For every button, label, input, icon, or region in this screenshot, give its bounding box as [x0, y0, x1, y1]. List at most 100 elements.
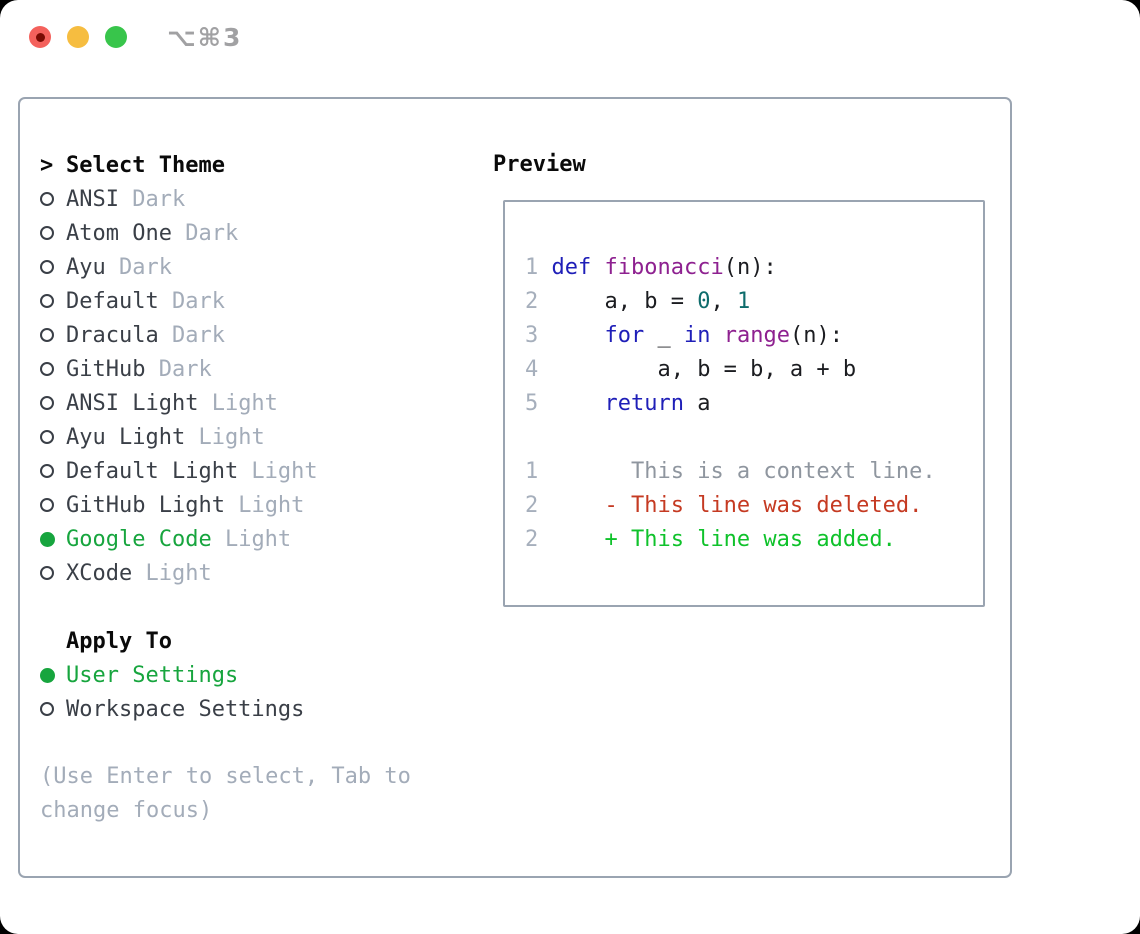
radio-selected-icon: [40, 667, 55, 683]
apply-to-title: Apply To: [66, 628, 172, 654]
token-ln: 2: [525, 493, 552, 518]
token-ln: 5: [525, 391, 552, 416]
token-p: a, b =: [551, 289, 698, 314]
radio-icon: [40, 192, 54, 206]
token-ln: 4: [525, 357, 552, 382]
token-p: [710, 323, 723, 348]
theme-option-label: Ayu Light Light: [66, 425, 265, 450]
theme-option-label: Dracula Dark: [66, 323, 225, 348]
theme-option-ayu-dark[interactable]: Ayu Dark: [40, 250, 470, 284]
apply-option-user-settings[interactable]: User Settings: [40, 658, 470, 692]
theme-variant: Light: [198, 390, 278, 416]
radio-icon: [40, 566, 54, 580]
theme-name: ANSI Light: [66, 390, 199, 416]
theme-option-dracula-dark[interactable]: Dracula Dark: [40, 318, 470, 352]
code-line: 4 a, b = b, a + b: [525, 353, 983, 387]
theme-option-ayu-light-light[interactable]: Ayu Light Light: [40, 420, 470, 454]
code-line: 2 a, b = 0, 1: [525, 285, 983, 319]
theme-name: Default Light: [66, 458, 239, 484]
diff-context-line: 1 This is a context line.: [525, 455, 983, 489]
theme-option-label: Ayu Dark: [66, 255, 172, 280]
theme-option-default-light-light[interactable]: Default Light Light: [40, 454, 470, 488]
radio-marker-cell: [40, 464, 66, 478]
theme-option-google-code-light[interactable]: Google Code Light: [40, 522, 470, 556]
radio-marker-cell: [40, 226, 66, 240]
apply-option-workspace-settings[interactable]: Workspace Settings: [40, 692, 470, 726]
theme-name: Google Code: [66, 526, 212, 552]
radio-icon: [40, 498, 54, 512]
token-num: 0: [697, 289, 711, 314]
token-ln: 3: [525, 323, 552, 348]
token-p: (n):: [723, 255, 777, 280]
token-p: (n):: [789, 323, 843, 348]
theme-name: XCode: [66, 560, 133, 586]
theme-name: Dracula: [66, 322, 159, 348]
selection-cursor-icon: >: [40, 152, 54, 178]
theme-variant: Light: [238, 458, 318, 484]
theme-name: ANSI: [66, 186, 119, 212]
theme-option-label: GitHub Light Light: [66, 493, 304, 518]
code-line: 5 return a: [525, 387, 983, 421]
theme-option-label: GitHub Dark: [66, 357, 212, 382]
theme-option-label: Atom One Dark: [66, 221, 238, 246]
radio-marker-cell: [40, 667, 66, 683]
radio-icon: [40, 430, 54, 444]
token-p: a, b = b, a + b: [551, 357, 857, 382]
theme-option-github-dark[interactable]: GitHub Dark: [40, 352, 470, 386]
theme-option-ansi-light-light[interactable]: ANSI Light Light: [40, 386, 470, 420]
theme-option-xcode-light[interactable]: XCode Light: [40, 556, 470, 590]
theme-variant: Light: [185, 424, 265, 450]
theme-variant: Dark: [145, 356, 212, 382]
token-num: 1: [736, 289, 751, 314]
diff-added-line: 2 + This line was added.: [525, 523, 983, 557]
apply-option-label: Workspace Settings: [66, 697, 304, 722]
radio-marker-cell: [40, 531, 66, 547]
preview-title: Preview: [493, 152, 586, 177]
token-ln: 1: [525, 255, 552, 280]
titlebar: ⌥⌘3: [0, 0, 1140, 74]
token-ln: 2: [525, 289, 552, 314]
theme-variant: Light: [132, 560, 212, 586]
theme-option-label: Default Dark: [66, 289, 225, 314]
theme-name: GitHub: [66, 356, 146, 382]
token-p: [552, 391, 605, 416]
zoom-button[interactable]: [105, 26, 127, 48]
theme-name: Ayu: [66, 254, 106, 280]
radio-marker-cell: [40, 396, 66, 410]
theme-option-github-light-light[interactable]: GitHub Light Light: [40, 488, 470, 522]
radio-marker-cell: [40, 498, 66, 512]
radio-selected-icon: [40, 531, 55, 547]
radio-icon: [40, 294, 54, 308]
theme-option-atom-one-dark[interactable]: Atom One Dark: [40, 216, 470, 250]
token-del: - This line was deleted.: [551, 493, 923, 518]
apply-option-name: Workspace Settings: [66, 696, 305, 722]
token-p: ,: [710, 289, 737, 314]
radio-icon: [40, 226, 54, 240]
close-button[interactable]: [29, 26, 51, 48]
select-theme-header: > Select Theme: [40, 148, 470, 182]
token-k: for: [604, 323, 645, 348]
help-text: (Use Enter to select, Tab to change focu…: [40, 764, 425, 823]
token-p: [591, 255, 604, 280]
code-line: 1 def fibonacci(n):: [525, 251, 983, 285]
radio-marker-cell: [40, 702, 66, 716]
radio-marker-cell: [40, 566, 66, 580]
token-p: a: [683, 391, 711, 416]
token-k: in: [683, 323, 711, 348]
theme-option-default-dark[interactable]: Default Dark: [40, 284, 470, 318]
radio-icon: [40, 328, 54, 342]
theme-name: Default: [66, 288, 159, 314]
apply-to-header: Apply To: [40, 624, 470, 658]
radio-marker-cell: [40, 294, 66, 308]
theme-option-label: ANSI Dark: [66, 187, 185, 212]
token-fn: range: [723, 323, 790, 348]
theme-option-label: Google Code Light: [66, 527, 291, 552]
theme-option-label: XCode Light: [66, 561, 212, 586]
minimize-button[interactable]: [67, 26, 89, 48]
theme-variant: Dark: [118, 186, 186, 212]
theme-option-ansi-dark[interactable]: ANSI Dark: [40, 182, 470, 216]
